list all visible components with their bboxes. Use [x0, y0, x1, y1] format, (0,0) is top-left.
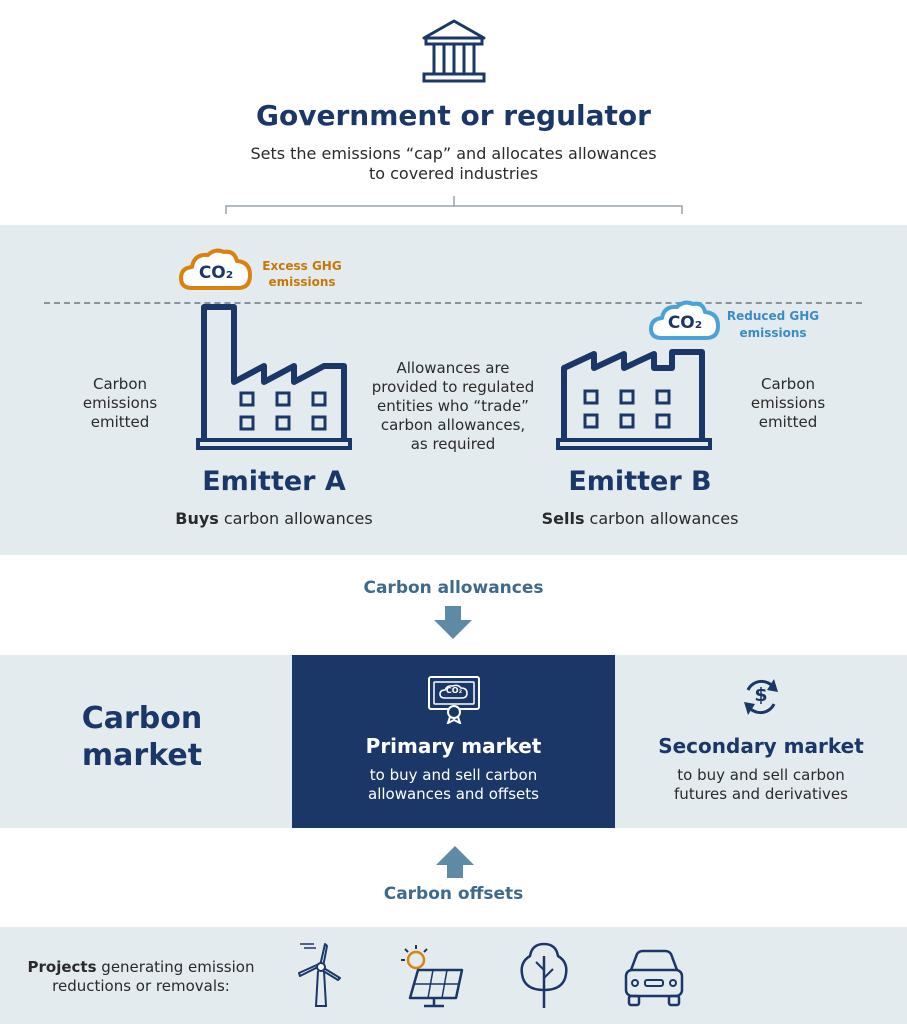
- emitter-b-factory-icon: [556, 346, 712, 452]
- solar-panel-icon: [396, 942, 466, 1010]
- certificate-co2-icon: [426, 674, 482, 724]
- primary-market-line1: to buy and sell carbon: [369, 766, 538, 784]
- government-title: Government or regulator: [256, 99, 651, 132]
- carbon-allowances-flow-label: Carbon allowances: [363, 578, 544, 598]
- emitter-b-side-line1: Carbon: [760, 375, 816, 393]
- excess-co2-cloud-icon: [178, 246, 254, 292]
- excess-ghg-line2: emissions: [268, 275, 336, 289]
- projects-label-line1: Projects generating emission: [10, 958, 272, 976]
- projects-label-line2: reductions or removals:: [52, 977, 230, 995]
- wind-turbine-icon: [290, 940, 350, 1010]
- projects-label-bold: Projects: [27, 958, 97, 976]
- emitter-b-name: Emitter B: [568, 466, 712, 497]
- government-building-icon: [420, 18, 488, 86]
- emitter-a-role: Buys carbon allowances: [140, 509, 408, 528]
- reduced-ghg-line2: emissions: [739, 326, 807, 340]
- emitter-b-role: Sells carbon allowances: [506, 509, 774, 528]
- carbon-market-title-line2: market: [81, 738, 203, 773]
- secondary-market-line2: futures and derivatives: [674, 785, 848, 803]
- emitters-band: [0, 225, 907, 555]
- reduced-co2-cloud-icon: [648, 298, 722, 342]
- currency-symbol: $: [754, 684, 768, 706]
- tree-icon: [514, 940, 574, 1010]
- excess-ghg-line1: Excess GHG: [262, 259, 342, 273]
- government-subtitle-line1: Sets the emissions “cap” and allocates a…: [250, 144, 657, 163]
- allowances-note-line3: entities who “trade”: [377, 397, 529, 415]
- emitter-a-name: Emitter A: [202, 466, 346, 497]
- emitter-b-role-bold: Sells: [541, 509, 585, 528]
- emitter-b-side-line3: emitted: [758, 413, 818, 431]
- allowances-note-line2: provided to regulated: [371, 378, 535, 396]
- emitter-b-role-rest: carbon allowances: [584, 509, 739, 528]
- allowances-note-line4: carbon allowances,: [380, 416, 526, 434]
- government-subtitle-line2: to covered industries: [368, 164, 539, 183]
- emitter-a-factory-icon: [196, 302, 352, 452]
- arrow-down-icon: [433, 606, 473, 640]
- projects-label-rest: generating emission: [96, 958, 255, 976]
- emitter-b-side-line2: emissions: [750, 394, 826, 412]
- allowances-note-line5: as required: [410, 435, 496, 453]
- reduced-co2-label: CO₂: [667, 313, 703, 333]
- arrow-up-icon: [435, 845, 475, 879]
- emitter-a-role-bold: Buys: [175, 509, 219, 528]
- excess-co2-label: CO₂: [198, 263, 234, 283]
- emitter-a-role-rest: carbon allowances: [218, 509, 373, 528]
- reduced-ghg-line1: Reduced GHG: [726, 309, 820, 323]
- allowances-note-line1: Allowances are: [396, 359, 510, 377]
- primary-market-box: [292, 655, 615, 828]
- carbon-offsets-flow-label: Carbon offsets: [383, 884, 524, 904]
- certificate-co2-badge: CO₂: [445, 686, 463, 695]
- carbon-market-title-line1: Carbon: [81, 701, 203, 736]
- secondary-market-line1: to buy and sell carbon: [677, 766, 845, 784]
- emitter-a-side-line2: emissions: [82, 394, 158, 412]
- currency-exchange-icon: [740, 676, 782, 718]
- projects-band: [0, 927, 907, 1024]
- primary-market-title: Primary market: [365, 734, 542, 758]
- allocation-bracket: [222, 192, 686, 216]
- electric-car-icon: [621, 948, 687, 1010]
- secondary-market-title: Secondary market: [658, 734, 864, 758]
- emitter-a-side-line1: Carbon: [92, 375, 148, 393]
- emitter-a-side-line3: emitted: [90, 413, 150, 431]
- cap-dashed-line: [44, 302, 862, 304]
- primary-market-line2: allowances and offsets: [368, 785, 539, 803]
